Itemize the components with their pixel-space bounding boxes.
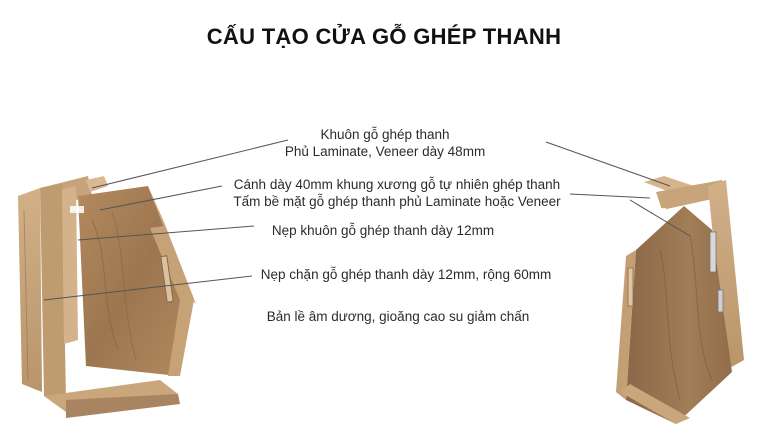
diagram-title: CẤU TẠO CỬA GỖ GHÉP THANH [206,24,562,49]
left-frame-top [86,176,108,192]
leader-leaf-left [99,185,223,211]
label-leaf-line1: Cánh dày 40mm khung xương gỗ tự nhiên gh… [233,177,561,192]
label-frame-line1: Khuôn gỗ ghép thanh [320,127,450,142]
label-casing: Nẹp khuôn gỗ ghép thanh dày 12mm [271,223,495,238]
left-hinge-slot [160,255,174,303]
right-hinge-bottom [717,289,724,313]
leader-leaf-right [569,193,651,199]
left-frame-bottom-edge [66,394,180,418]
label-hinge: Bản lề âm dương, gioăng cao su giảm chấn [266,309,530,324]
label-leaf-line2: Tấm bề mặt gỗ ghép thanh phủ Laminate ho… [233,194,561,209]
leader-casing [77,225,255,241]
left-logo-tag [70,206,84,213]
leader-lines [43,139,691,301]
right-hinge-top [709,231,717,273]
leader-stop [43,275,253,301]
label-frame-line2: Phủ Laminate, Veneer dày 48mm [284,144,486,159]
right-door-leaf [626,206,732,424]
label-stop: Nẹp chặn gỗ ghép thanh dày 12mm, rộng 60… [260,267,552,282]
left-door-section [18,176,196,418]
left-leaf-edge [148,186,196,304]
leader-frame-left [91,139,289,189]
right-logo-tag [654,208,666,214]
label-frame: Khuôn gỗ ghép thanh Phủ Laminate, Veneer… [250,126,520,160]
left-frame-post [40,184,66,400]
leader-leaf-right-2 [629,199,691,237]
right-door-section [616,176,744,424]
right-frame-bottom [620,384,690,424]
left-leaf-edge-face [150,226,194,376]
right-frame-post [708,180,744,370]
right-slot [627,267,634,307]
leader-frame-right [545,141,671,187]
label-leaf: Cánh dày 40mm khung xương gỗ tự nhiên gh… [214,176,580,210]
left-frame-back [18,188,42,392]
left-stop-strip [62,186,78,344]
